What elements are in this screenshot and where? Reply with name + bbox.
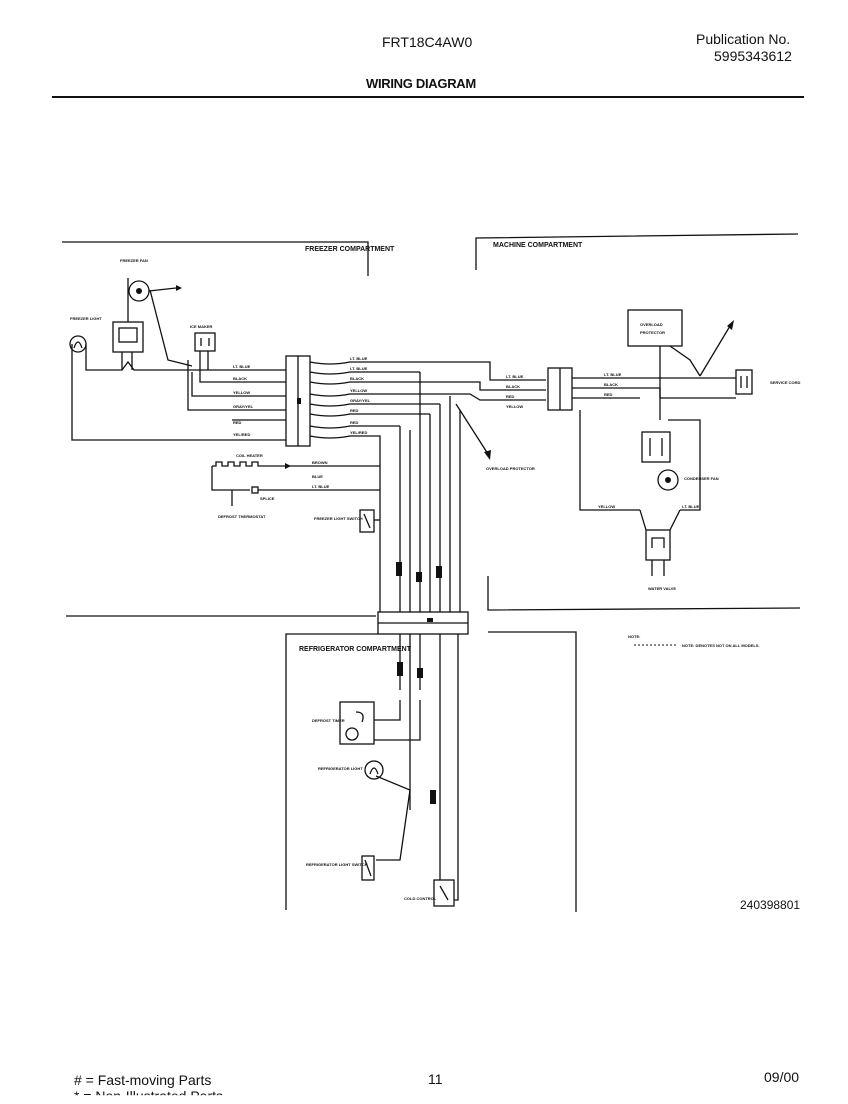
svg-text:YELLOW: YELLOW: [506, 404, 523, 409]
coil-heater-label: COIL HEATER: [236, 453, 263, 458]
legend-note: NOTE: NOTE: DENOTES NOT ON ALL MODELS.: [628, 634, 760, 648]
freezer-light-switch-label: FREEZER LIGHT SWITCH: [314, 516, 363, 521]
svg-text:PROTECTOR: PROTECTOR: [640, 330, 665, 335]
compartment-borders: [62, 233, 801, 912]
refrigerator-light-switch: REFRIGERATOR LIGHT SWITCH: [306, 855, 375, 881]
harness-connector: [377, 611, 469, 635]
svg-text:LT. BLUE: LT. BLUE: [604, 372, 622, 377]
legend-fast-moving: # = Fast-moving Parts: [74, 1072, 212, 1088]
ice-maker-label: ICE MAKER: [190, 324, 213, 329]
svg-text:GRAY/YEL: GRAY/YEL: [233, 404, 254, 409]
legend-note-label: NOTE: DENOTES NOT ON ALL MODELS.: [682, 643, 760, 648]
condenser-fan-label: CONDENSER FAN: [684, 476, 719, 481]
service-cord-label: SERVICE CORD: [770, 380, 800, 385]
service-cord: SERVICE CORD: [735, 369, 800, 395]
svg-text:LT. BLUE: LT. BLUE: [350, 356, 368, 361]
svg-text:NOTE:: NOTE:: [628, 634, 640, 639]
svg-text:BLACK: BLACK: [350, 376, 364, 381]
freezer-light-switch: FREEZER LIGHT SWITCH: [314, 509, 380, 533]
svg-text:BROWN: BROWN: [312, 460, 328, 465]
splice-label: SPLICE: [260, 496, 275, 501]
refrigerator-light-label: REFRIGERATOR LIGHT: [318, 766, 363, 771]
svg-text:YEL/RED: YEL/RED: [350, 430, 367, 435]
legend-non-illustrated: * = Non-Illustrated Parts: [74, 1088, 224, 1104]
freezer-compartment-label: FREEZER COMPARTMENT: [305, 246, 395, 253]
svg-text:LT. BLUE: LT. BLUE: [233, 364, 251, 369]
publication-label: Publication No.: [696, 31, 791, 47]
publication-number: 5995343612: [714, 48, 792, 64]
svg-text:RED: RED: [350, 408, 359, 413]
ice-maker-plug: ICE MAKER: [190, 324, 216, 352]
overload-protector-label: OVERLOAD PROTECTOR: [486, 466, 535, 471]
refrigerator-light-switch-label: REFRIGERATOR LIGHT SWITCH: [306, 862, 368, 867]
defrost-timer: DEFROST TIMER: [312, 701, 375, 745]
svg-text:BLACK: BLACK: [506, 384, 520, 389]
freezer-fan-label: FREEZER FAN: [120, 258, 148, 263]
overload-protector-box: OVERLOAD PROTECTOR: [627, 309, 683, 347]
freezer-connector: [285, 355, 311, 447]
date: 09/00: [764, 1069, 800, 1085]
header-rule: [52, 96, 804, 98]
cold-control-label: COLD CONTROL: [404, 896, 437, 901]
svg-text:RED: RED: [233, 420, 242, 425]
water-valve: WATER VALVE YELLOW LT. BLUE: [598, 504, 700, 591]
svg-text:RED: RED: [506, 394, 515, 399]
drawing-number: 240398801: [740, 898, 800, 912]
svg-text:GRAY/YEL: GRAY/YEL: [350, 398, 371, 403]
refrigerator-compartment-label: REFRIGERATOR COMPARTMENT: [299, 646, 412, 653]
cold-control: COLD CONTROL: [404, 879, 455, 907]
svg-text:BLACK: BLACK: [604, 382, 618, 387]
water-valve-label: WATER VALVE: [648, 586, 676, 591]
coil-heater: COIL HEATER BROWN: [211, 453, 380, 491]
svg-text:BLUE: BLUE: [312, 474, 323, 479]
svg-text:OVERLOAD: OVERLOAD: [640, 322, 663, 327]
machine-compartment-label: MACHINE COMPARTMENT: [493, 242, 583, 249]
svg-text:LT. BLUE: LT. BLUE: [682, 504, 700, 509]
model-number: FRT18C4AW0: [382, 34, 473, 50]
svg-text:LT. BLUE: LT. BLUE: [312, 484, 330, 489]
svg-text:YEL/RED: YEL/RED: [233, 432, 250, 437]
svg-text:LT. BLUE: LT. BLUE: [350, 366, 368, 371]
svg-text:YELLOW: YELLOW: [233, 390, 250, 395]
page-title: WIRING DIAGRAM: [366, 76, 476, 91]
svg-text:RED: RED: [350, 420, 359, 425]
defrost-timer-label: DEFROST TIMER: [312, 718, 345, 723]
svg-text:BLACK: BLACK: [233, 376, 247, 381]
svg-text:YELLOW: YELLOW: [350, 388, 367, 393]
condenser-fan: CONDENSER FAN: [641, 431, 719, 491]
svg-text:RED: RED: [604, 392, 613, 397]
defrost-thermostat: SPLICE DEFROST THERMOSTAT BLUE LT. BLUE: [218, 474, 380, 519]
defrost-thermostat-label: DEFROST THERMOSTAT: [218, 514, 266, 519]
freezer-fan: FREEZER FAN: [120, 258, 182, 302]
refrigerator-light: REFRIGERATOR LIGHT: [318, 760, 384, 780]
svg-text:LT. BLUE: LT. BLUE: [506, 374, 524, 379]
page-number: 11: [428, 1071, 443, 1087]
freezer-light-label: FREEZER LIGHT: [70, 316, 102, 321]
svg-text:YELLOW: YELLOW: [598, 504, 615, 509]
